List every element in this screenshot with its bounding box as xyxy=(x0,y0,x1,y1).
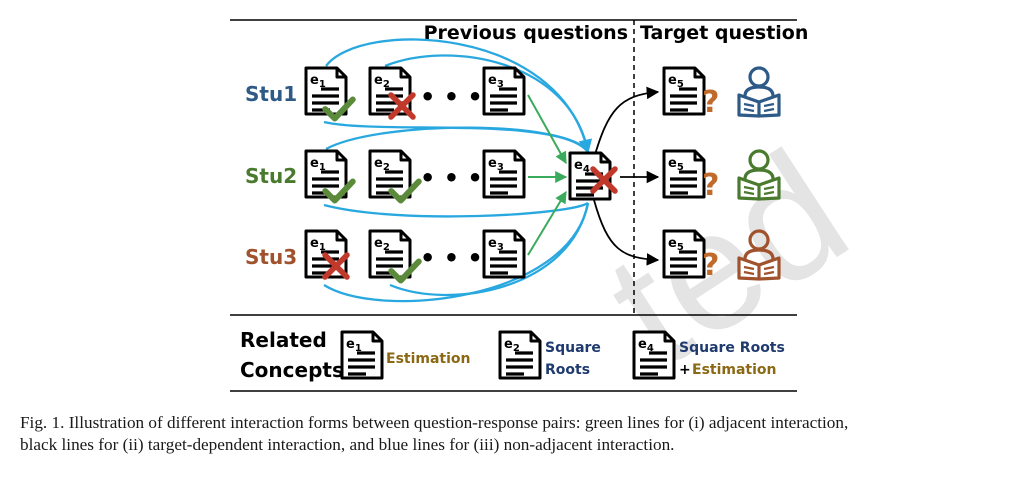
concept-e4-line1: Square Roots xyxy=(679,340,785,356)
black-link-stu1 xyxy=(593,86,660,159)
header-previous-questions: Previous questions xyxy=(424,22,628,44)
watermark: ted xyxy=(577,115,879,403)
svg-text:e2: e2 xyxy=(374,156,390,173)
student-label-stu1: Stu1 xyxy=(245,82,297,106)
ellipsis: • • • xyxy=(420,164,483,192)
question-doc-e5: e5 xyxy=(662,66,706,116)
svg-text:e4: e4 xyxy=(574,158,590,175)
blue-link-stu1-e2 xyxy=(384,54,590,153)
question-mark-icon: ? xyxy=(702,248,719,283)
related-title-line2: Concepts xyxy=(240,358,344,382)
svg-text:e5: e5 xyxy=(668,156,684,173)
svg-text:e1: e1 xyxy=(310,156,326,173)
concept-e1-text: Estimation xyxy=(386,351,471,367)
question-doc-e2: e2 xyxy=(368,66,412,116)
question-doc-e1: e1 xyxy=(304,66,348,116)
svg-text:e2: e2 xyxy=(374,236,390,253)
row-stu1: e1 e2 • • • e3 xyxy=(304,66,526,119)
concept-e2: e2 Square Roots xyxy=(498,330,601,380)
svg-text:e3: e3 xyxy=(488,236,504,253)
green-link-stu1 xyxy=(527,94,567,165)
ellipsis: • • • xyxy=(420,83,483,111)
student-reader-icon xyxy=(737,66,781,118)
svg-text:e3: e3 xyxy=(488,73,504,90)
caption-line-1: Fig. 1. Illustration of different intera… xyxy=(20,413,849,432)
concept-e4-line2: Estimation xyxy=(692,362,777,378)
related-concepts: Related Concepts e1 Estimation e2 Square… xyxy=(240,328,785,382)
concept-e2-line2: Roots xyxy=(545,362,590,378)
question-doc-e3: e3 xyxy=(482,149,526,199)
svg-text:e4: e4 xyxy=(638,337,654,354)
target-row-stu3: e5 ? xyxy=(662,229,781,283)
question-doc-e2: e2 xyxy=(368,149,412,199)
question-doc-e3: e3 xyxy=(482,229,526,279)
question-doc-e4: e4 xyxy=(568,151,612,201)
ellipsis: • • • xyxy=(420,244,483,272)
svg-text:e3: e3 xyxy=(488,156,504,173)
target-column: e5 ? e5 ? e5 ? xyxy=(662,66,781,283)
svg-text:e1: e1 xyxy=(310,236,326,253)
student-label-stu2: Stu2 xyxy=(245,164,297,188)
question-mark-icon: ? xyxy=(702,85,719,120)
black-link-stu3 xyxy=(593,199,660,266)
question-doc-e2: e2 xyxy=(368,229,412,279)
question-doc-e5: e5 xyxy=(662,229,706,279)
header-target-question: Target question xyxy=(640,22,808,44)
row-stu2: e1 e2 • • • e3 e4 xyxy=(304,149,615,201)
related-title-line1: Related xyxy=(240,328,327,352)
question-mark-icon: ? xyxy=(702,168,719,203)
svg-text:e2: e2 xyxy=(504,337,520,354)
svg-text:e5: e5 xyxy=(668,236,684,253)
blue-link-stu2-e1-lower xyxy=(323,201,589,218)
green-link-stu3 xyxy=(527,190,567,256)
concept-e2-line1: Square xyxy=(545,340,601,356)
concept-e4: e4 Square Roots + Estimation xyxy=(632,330,785,380)
target-row-stu1: e5 ? xyxy=(662,66,781,120)
question-doc-e3: e3 xyxy=(482,66,526,116)
blue-link-stu3-e2 xyxy=(389,202,590,297)
question-doc-e1: e1 xyxy=(304,149,348,199)
row-stu3: e1 e2 • • • e3 xyxy=(304,229,526,281)
non-adjacent-links xyxy=(323,38,593,303)
blue-link-stu2-e1 xyxy=(325,126,589,153)
svg-text:e1: e1 xyxy=(346,337,362,354)
target-dependent-links xyxy=(593,86,660,266)
concept-e1: e1 Estimation xyxy=(340,330,471,380)
question-doc-e5: e5 xyxy=(662,149,706,199)
question-doc-e1: e1 xyxy=(304,229,348,279)
figure-illustration: ted Previous questions Target question S… xyxy=(230,19,879,403)
svg-text:e1: e1 xyxy=(310,73,326,90)
svg-text:e2: e2 xyxy=(374,73,390,90)
figure-caption: Fig. 1. Illustration of different intera… xyxy=(20,412,1010,456)
caption-line-2: black lines for (ii) target-dependent in… xyxy=(20,435,675,454)
svg-text:e5: e5 xyxy=(668,73,684,90)
target-row-stu2: e5 ? xyxy=(662,149,781,203)
concept-e4-plus: + xyxy=(679,362,691,378)
student-label-stu3: Stu3 xyxy=(245,245,297,269)
adjacent-links xyxy=(527,94,568,256)
